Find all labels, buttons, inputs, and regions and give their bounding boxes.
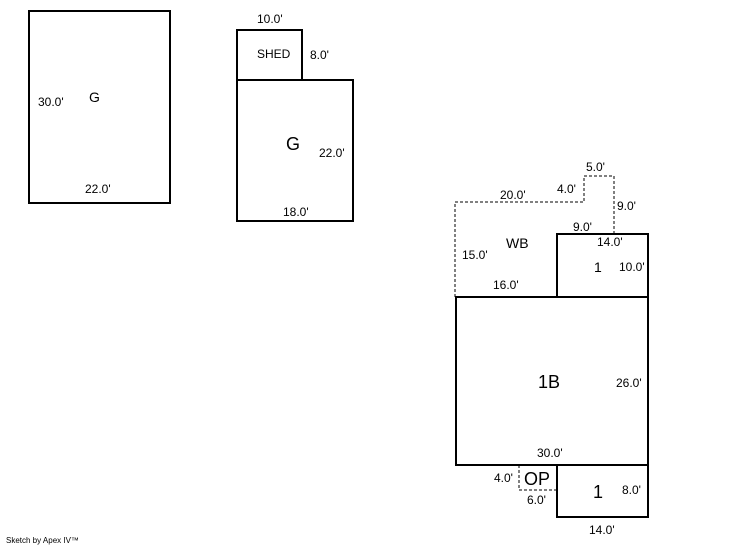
main-1b-dim-height: 26.0'	[616, 376, 642, 390]
garage-1-label: G	[89, 89, 100, 105]
wb-dim-9-right: 9.0'	[617, 199, 636, 213]
wb-dim-4: 4.0'	[557, 182, 576, 196]
lower-1-label: 1	[593, 482, 603, 502]
garage-1-dim-width: 22.0'	[85, 182, 111, 196]
op-outline	[518, 465, 557, 491]
upper-1-dim-width: 14.0'	[597, 235, 623, 249]
garage-2-label: G	[286, 134, 300, 154]
lower-1-dim-width: 14.0'	[589, 523, 615, 537]
lower-1-dim-height: 8.0'	[622, 483, 641, 497]
lower-1-outline	[556, 464, 649, 518]
garage-1-outline	[28, 10, 171, 204]
garage-2-outline	[236, 79, 354, 222]
garage-2-dim-width: 18.0'	[283, 205, 309, 219]
main-1b-dim-width: 30.0'	[537, 446, 563, 460]
op-dim-width: 6.0'	[527, 493, 546, 507]
wb-outline	[454, 175, 615, 297]
wb-dim-16: 16.0'	[493, 278, 519, 292]
wb-label: WB	[506, 235, 529, 251]
upper-1-dim-height: 10.0'	[619, 260, 645, 274]
shed-label: SHED	[257, 47, 291, 61]
upper-1-label: 1	[594, 259, 602, 275]
op-dim-height: 4.0'	[494, 471, 513, 485]
op-label: OP	[524, 469, 550, 489]
credit-text: Sketch by Apex IV™	[6, 536, 79, 545]
wb-dim-15: 15.0'	[462, 248, 488, 262]
wb-dim-9-bottom: 9.0'	[573, 220, 592, 234]
wb-dim-20: 20.0'	[500, 188, 526, 202]
garage-2-dim-height: 22.0'	[319, 146, 345, 160]
main-1b-outline	[455, 296, 649, 466]
shed-dim-width: 10.0'	[257, 12, 283, 26]
garage-1-dim-height: 30.0'	[38, 95, 64, 109]
wb-dim-5: 5.0'	[586, 160, 605, 174]
shed-dim-height: 8.0'	[310, 48, 329, 62]
main-1b-label: 1B	[538, 372, 560, 392]
